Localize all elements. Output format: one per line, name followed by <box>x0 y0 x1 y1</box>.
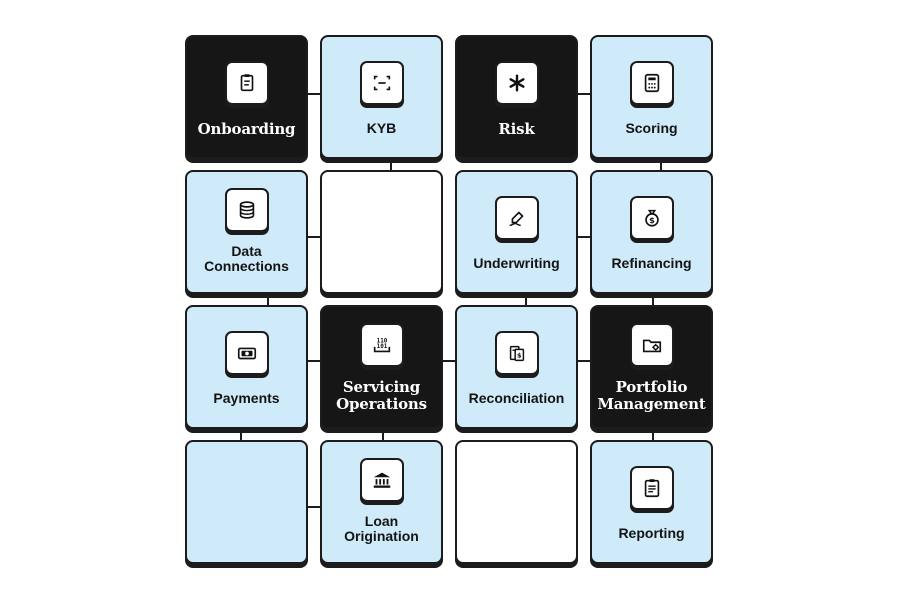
clipboard-icon <box>224 61 269 105</box>
tile-refinancing: $ Refinancing <box>590 170 713 294</box>
tile-label: Refinancing <box>611 255 692 271</box>
tile-reconciliation: $ Reconciliation <box>455 305 578 429</box>
svg-text:101: 101 <box>376 343 387 350</box>
connector-line <box>267 292 269 307</box>
connector-line <box>390 157 392 172</box>
tile-underwriting: Underwriting <box>455 170 578 294</box>
tile-reporting: Reporting <box>590 440 713 564</box>
signature-icon <box>494 196 539 240</box>
svg-text:$: $ <box>649 215 655 225</box>
connector-line <box>306 506 322 508</box>
tile-empty-1 <box>185 440 308 564</box>
connector-line <box>306 360 322 362</box>
tile-label: Risk <box>498 120 535 138</box>
bank-icon <box>359 458 404 502</box>
tile-label: Onboarding <box>197 120 296 138</box>
connector-line <box>525 292 527 307</box>
tile-label: Payments <box>213 390 280 406</box>
connector-line <box>576 93 592 95</box>
money-bag-icon: $ <box>629 196 674 240</box>
tile-blank-2 <box>455 440 578 564</box>
report-icon <box>629 466 674 510</box>
tile-label: Scoring <box>625 120 678 136</box>
tile-payments: Payments <box>185 305 308 429</box>
ledger-icon: $ <box>494 331 539 375</box>
connector-line <box>652 292 654 307</box>
scan-icon <box>359 61 404 105</box>
tile-blank-1 <box>320 170 443 294</box>
tile-scoring: Scoring <box>590 35 713 159</box>
tile-label: KYB <box>366 120 397 136</box>
connector-line <box>306 236 322 238</box>
tile-label: Underwriting <box>473 255 560 271</box>
tile-kyb: KYB <box>320 35 443 159</box>
folder-gear-icon <box>629 323 674 367</box>
svg-text:$: $ <box>517 352 522 360</box>
tile-risk: Risk <box>455 35 578 159</box>
cash-icon <box>224 331 269 375</box>
calculator-icon <box>629 61 674 105</box>
connector-line <box>382 427 384 442</box>
connector-line <box>652 427 654 442</box>
tile-onboarding: Onboarding <box>185 35 308 159</box>
connector-line <box>576 360 592 362</box>
tile-label: Reconciliation <box>468 390 565 406</box>
connector-line <box>306 93 322 95</box>
asterisk-icon <box>494 61 539 105</box>
connector-line <box>660 157 662 172</box>
connector-line <box>576 236 592 238</box>
connector-line <box>441 360 457 362</box>
tile-label: Reporting <box>618 525 685 541</box>
database-icon <box>224 188 269 232</box>
connector-line <box>240 427 242 442</box>
svg-text:110: 110 <box>376 337 387 344</box>
